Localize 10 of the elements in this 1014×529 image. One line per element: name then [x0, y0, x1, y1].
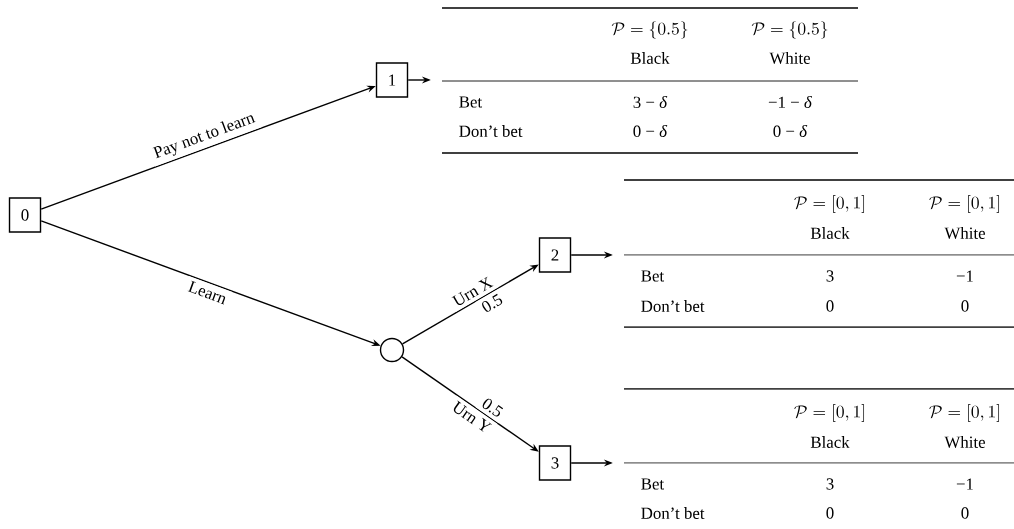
decision-box: 0: [8, 197, 42, 233]
edge-label: Pay not to learn: [147, 106, 262, 167]
payoff-table: $\mathcal{P}=\{0.5\}$ Black $\mathcal{P}=\{0.5\}$ White Bet 3 − δ −1 − δ Don’t bet 0 − δ 0 − δ: [441, 7, 859, 154]
chance-circle: [379, 337, 405, 363]
payoff-table: $\mathcal{P}=[0,1]$ Black $\mathcal{P}=[0,1]$ White Bet 3 −1 Don’t bet 0 0: [623, 179, 1014, 328]
edge-label: Learn: [182, 276, 233, 310]
decision-box: 2: [538, 237, 572, 273]
decision-box: 1: [375, 62, 409, 98]
decision-box: 3: [538, 445, 572, 481]
payoff-table: $\mathcal{P}=[0,1]$ Black $\mathcal{P}=[0,1]$ White Bet 3 −1 Don’t bet 0 0: [623, 388, 1014, 519]
